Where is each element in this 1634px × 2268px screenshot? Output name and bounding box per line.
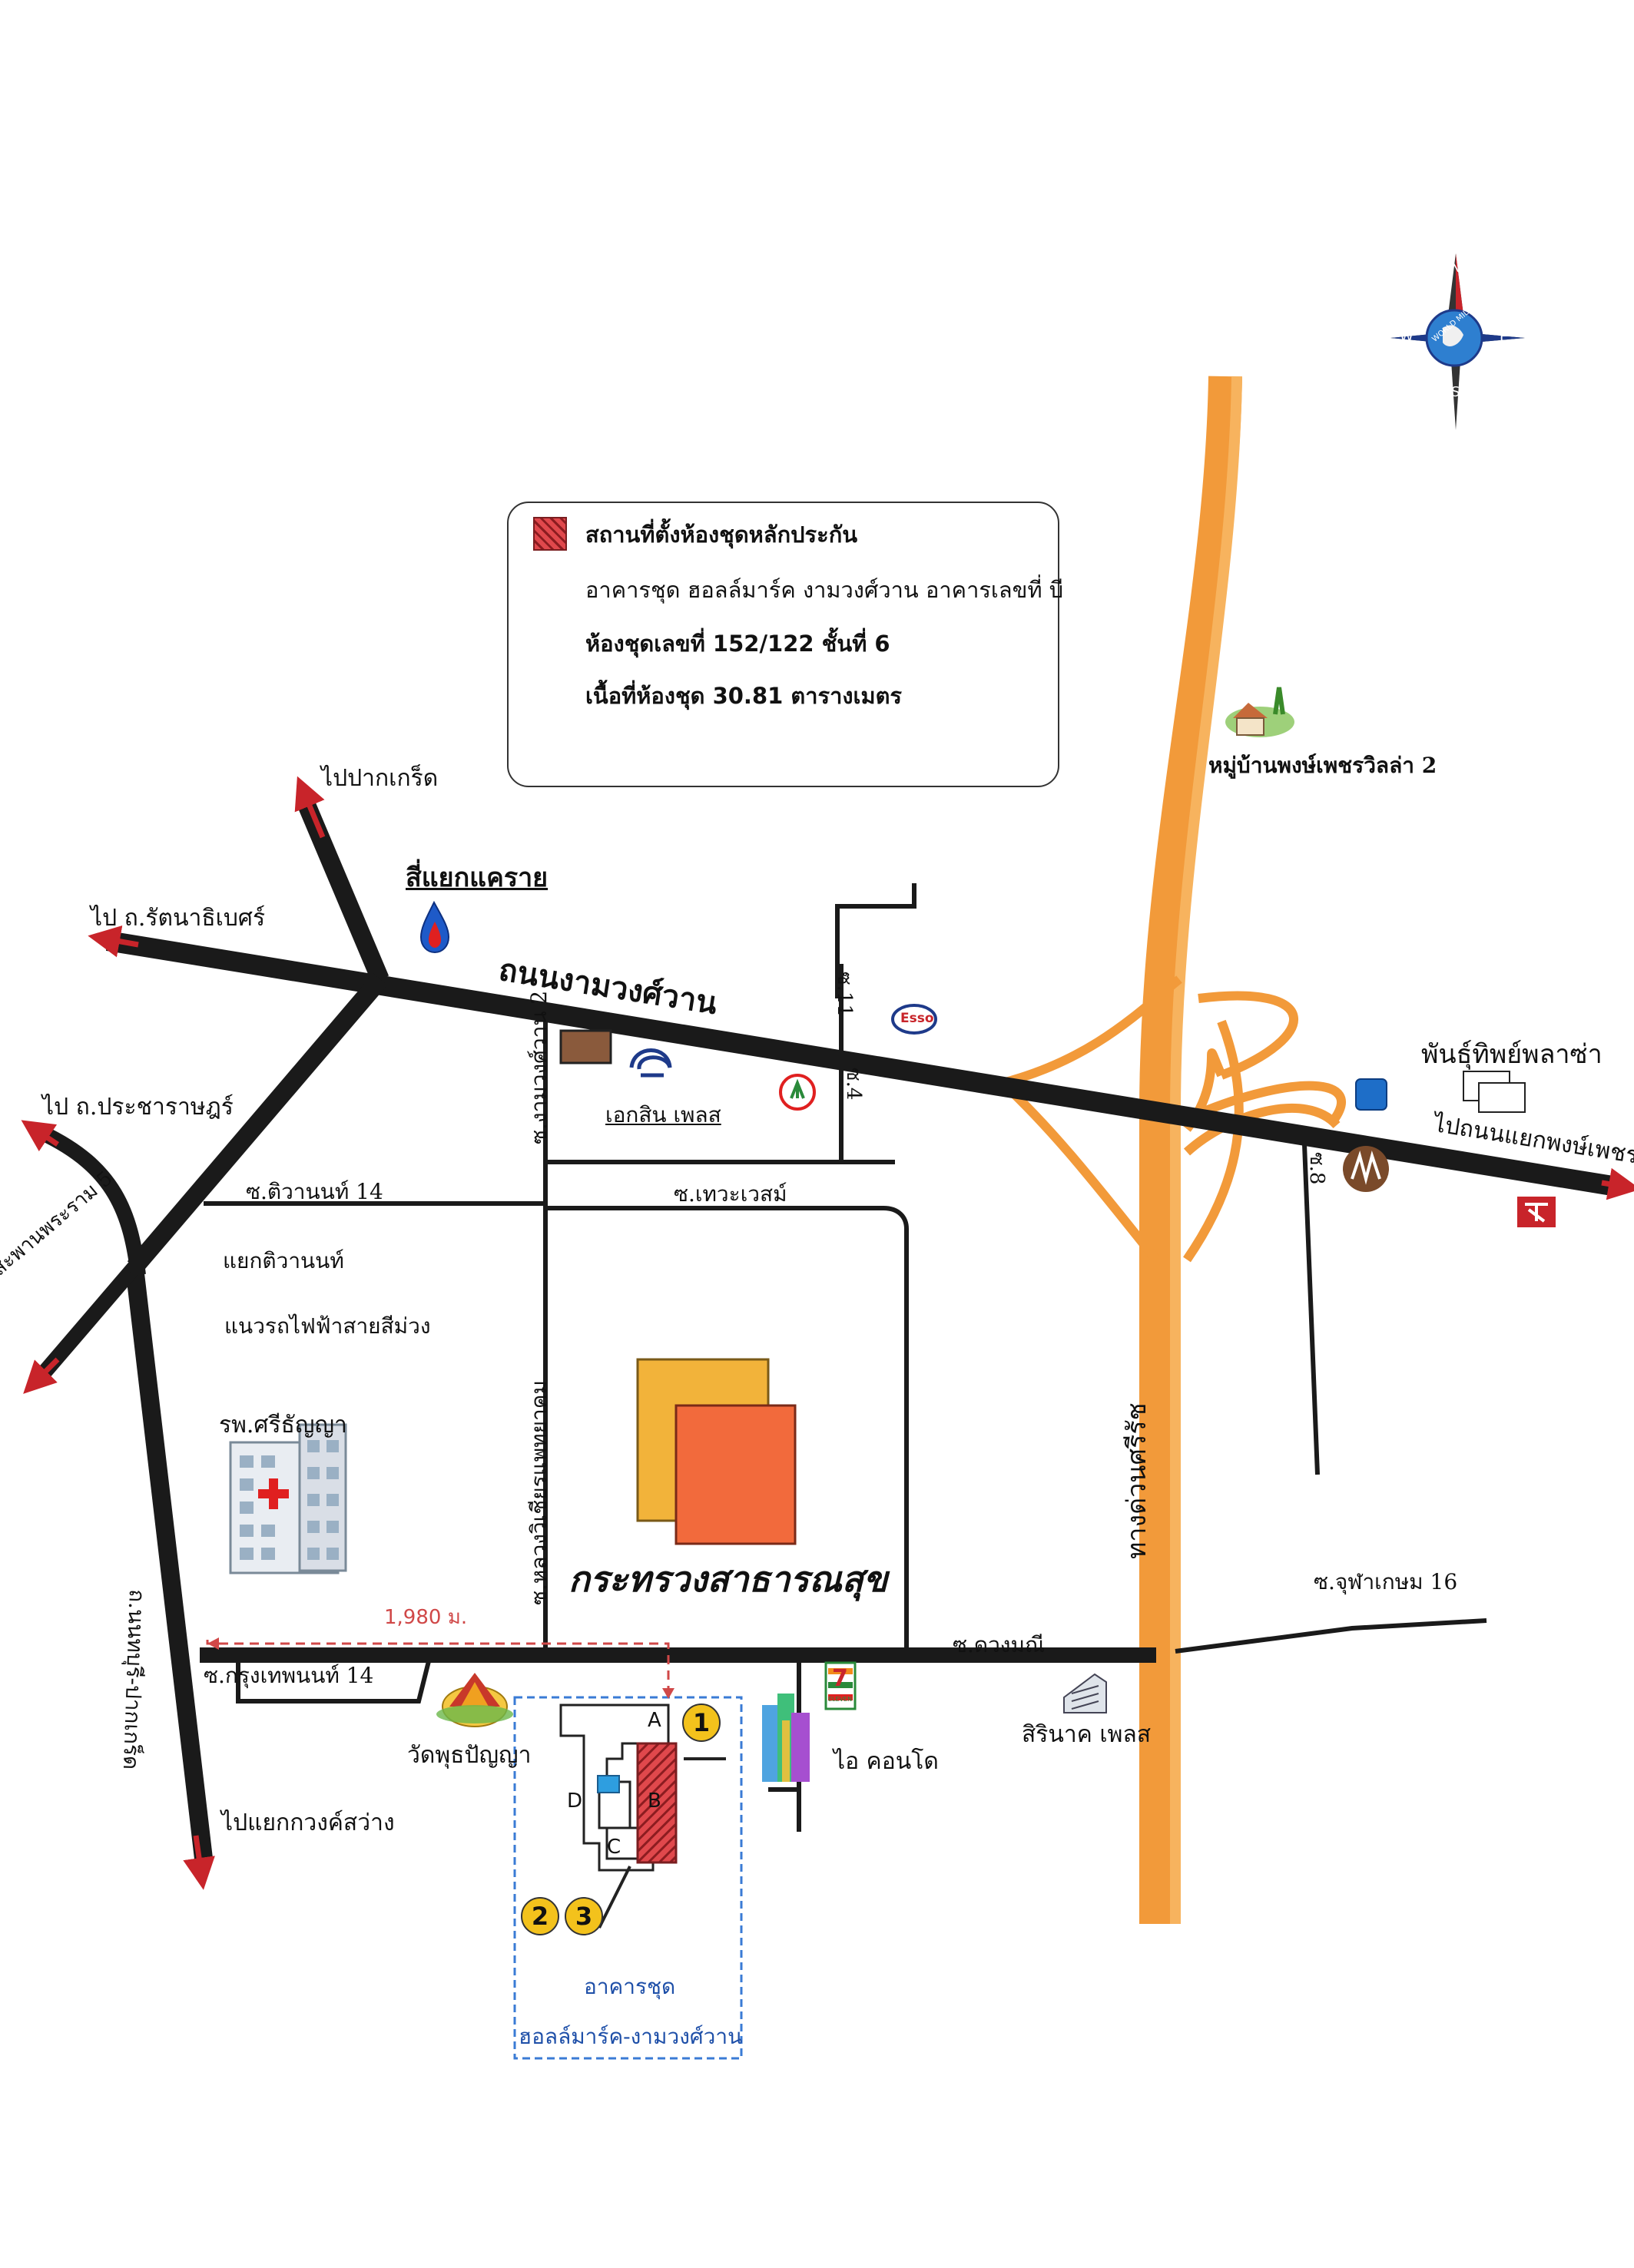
to-kwang-sawang-label: ไปแยกกวงค์สว่าง — [221, 1809, 395, 1836]
icondo-buildings-icon — [762, 1694, 810, 1782]
building-b-label: B — [648, 1790, 661, 1813]
seven-label: 7 — [832, 1665, 848, 1692]
badge-2: 2 — [521, 1897, 559, 1935]
soi11-label: ซ.11 — [833, 972, 856, 1017]
bank-blue-icon — [1355, 1078, 1387, 1111]
khae-rai-label: สี่แยกแคราย — [406, 863, 549, 893]
esso-label: Esso — [900, 1011, 934, 1026]
chupakhem16-label: ซ.จุฬาเกษม 16 — [1314, 1569, 1458, 1594]
building-d-label: D — [567, 1790, 583, 1813]
building-c-label: C — [607, 1836, 621, 1859]
expressway-label: ทางด่วนศรีรัช — [1122, 1402, 1152, 1559]
site-dashed-box — [513, 1696, 743, 2060]
legend-title: สถานที่ตั้งห้องชุดหลักประกัน — [585, 521, 858, 548]
compass-w-label: W — [1400, 329, 1414, 345]
i-condo-label: ไอ คอนโด — [834, 1748, 939, 1775]
ngamwong2-label: ซ.งามวงศ์วาน 2 — [526, 990, 552, 1144]
thewawet-label: ซ.เทวะเวสม์ — [674, 1181, 787, 1207]
legend-building-line: อาคารชุด ฮอลล์มาร์ค งามวงศ์วาน อาคารเลขท… — [585, 577, 1064, 603]
distance-arrow-down — [662, 1688, 674, 1699]
site-caption-2: ฮอลล์มาร์ค-งามวงศ์วาน — [519, 2024, 743, 2049]
nonthaburi-road-label: ถ.นนทบุรี-ปากเกร็ด — [118, 1588, 151, 1770]
village-icon — [1225, 687, 1294, 737]
seven-eleven-logo-icon — [824, 1661, 857, 1710]
legend-area-line: เนื้อที่ห้องชุด 30.81 ตารางเมตร — [585, 683, 902, 709]
badge-1: 1 — [682, 1703, 721, 1742]
hospital-building-icon — [229, 1423, 347, 1574]
site-caption-1: อาคารชุด — [584, 1974, 676, 1999]
duangmanee-label: ซ.ดวงมณี — [953, 1632, 1045, 1657]
soi8-road — [1302, 1144, 1320, 1475]
building-a-label: A — [648, 1709, 661, 1732]
distance-arrow-left — [207, 1637, 219, 1650]
wat-label: วัดพุธปัญญา — [407, 1742, 532, 1769]
moph-building-front — [674, 1404, 797, 1545]
ekasin-logo-icon — [629, 1048, 672, 1070]
seven-sub-label: ELEVEN — [828, 1696, 853, 1703]
moph-label: กระทรวงสาธารณสุข — [568, 1558, 888, 1600]
site-legend-swatch-icon — [533, 517, 567, 551]
sirinak-building-icon — [1063, 1673, 1107, 1713]
luang-wichian-label: ซ.หลวงวิเชียรแพทยาคม — [526, 1380, 552, 1605]
krungthep14-label: ซ.กรุงเทพนนท์ 14 — [204, 1663, 374, 1688]
site-pointer — [598, 1757, 726, 1929]
to-pak-kret-label: ไปปากเกร็ด — [321, 765, 439, 792]
expressway — [999, 376, 1346, 1924]
soi8-label: ซ.8 — [1305, 1152, 1328, 1185]
direction-arrows — [21, 776, 1634, 1890]
wat-icon — [436, 1673, 513, 1727]
srithanya-label: รพ.ศรีธัญญา — [219, 1412, 347, 1439]
legend-box: สถานที่ตั้งห้องชุดหลักประกัน อาคารชุด ฮอ… — [507, 502, 1063, 787]
badge-3: 3 — [565, 1897, 603, 1935]
tiwanon-junction-label: แยกติวานนท์ — [223, 1248, 344, 1273]
sirinak-label: สิรินาค เพลส — [1022, 1721, 1152, 1748]
tiwanon14-label: ซ.ติวานนท์ 14 — [246, 1179, 383, 1204]
legend-unit-line: ห้องชุดเลขที่ 152/122 ชั้นที่ 6 — [585, 631, 890, 657]
village-label: หมู่บ้านพงษ์เพชรวิลล่า 2 — [1208, 753, 1437, 778]
tip-plaza-label: พันธุ์ทิพย์พลาซ่า — [1421, 1039, 1603, 1070]
esso-logo-icon — [891, 1004, 937, 1035]
purple-line-label: แนวรถไฟฟ้าสายสีม่วง — [224, 1313, 431, 1339]
site-pool — [597, 1775, 620, 1793]
site-building-b-hatch — [636, 1742, 678, 1864]
to-rattanathibet-label: ไป ถ.รัตนาธิเบศร์ — [91, 905, 266, 932]
compass-n-label: N — [1450, 260, 1461, 276]
distance-path — [206, 1640, 670, 1697]
compass-s-label: S — [1451, 384, 1460, 400]
compass-e-label: E — [1500, 329, 1509, 345]
compass-icon — [1390, 253, 1525, 430]
ekasin-building — [559, 1029, 612, 1064]
bank-brown-icon — [1343, 1146, 1389, 1192]
soi4-label: ซ.4 — [842, 1068, 865, 1101]
distance-label: 1,980 ม. — [384, 1606, 468, 1629]
krungthep14-branch — [236, 1654, 433, 1703]
tip-plaza-icon — [1463, 1071, 1526, 1113]
to-pracharat-label: ไป ถ.ประชาราษฎร์ — [42, 1094, 234, 1121]
soi11-road — [835, 883, 916, 998]
ekasin-label: เอกสิน เพลส — [605, 1102, 721, 1127]
